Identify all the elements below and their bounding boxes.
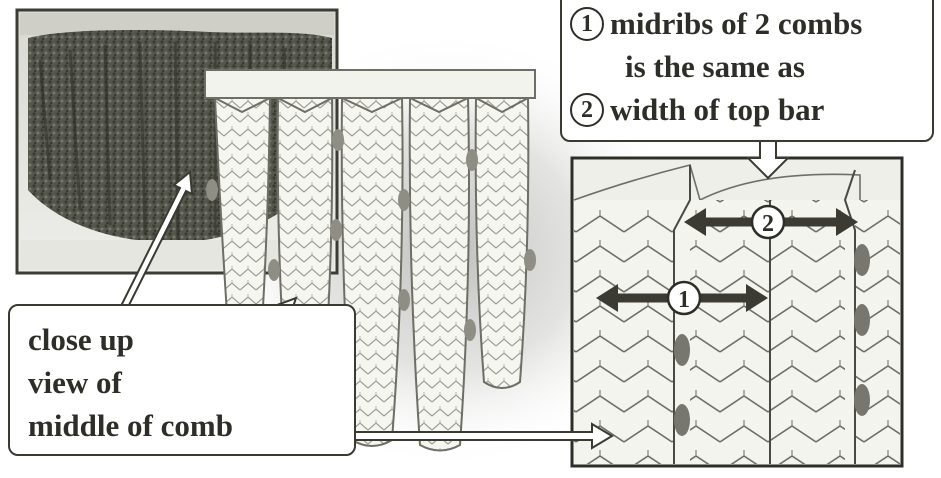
callout-top-line-2: is the same as	[570, 45, 932, 88]
callout-left-line-3: middle of comb	[28, 404, 354, 447]
detail-marker-1: 1	[678, 287, 690, 313]
comb-4	[410, 98, 469, 451]
callout-top-line-1: midribs of 2 combs	[610, 6, 862, 41]
callout-marker-1: 1	[570, 7, 604, 41]
detail-closeup: 2 1	[572, 158, 902, 466]
callout-marker-2: 2	[570, 93, 604, 127]
detail-marker-2: 2	[762, 211, 774, 237]
callout-left-line-1: close up	[28, 318, 354, 361]
callout-closeup-label: close up view of middle of comb	[8, 304, 356, 456]
callout-top-line-3: width of top bar	[610, 92, 824, 127]
callout-left-line-2: view of	[28, 361, 354, 404]
comb-5	[476, 98, 529, 388]
